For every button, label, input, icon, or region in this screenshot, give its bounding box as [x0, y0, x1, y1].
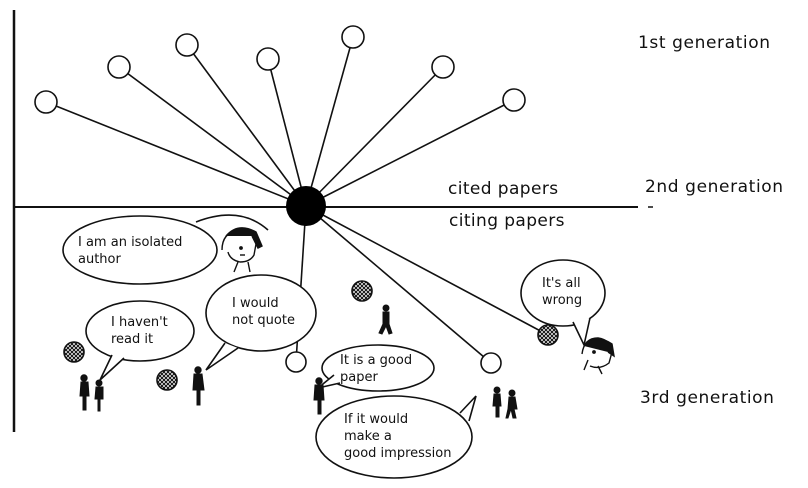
bubble-isolated-tail — [195, 214, 269, 231]
cited-paper-node — [107, 55, 131, 79]
edge-cited-2 — [118, 66, 307, 207]
cited-nodes — [34, 25, 526, 114]
speech-havent-read-it: I haven't read it — [111, 315, 168, 347]
bubble-good-paper — [321, 344, 435, 392]
people-group-left — [79, 374, 104, 412]
hatched-paper-node — [156, 369, 178, 391]
first-generation-label: 1st generation — [638, 33, 771, 53]
speech-all-wrong: It's all wrong — [542, 276, 583, 308]
hatched-paper-node — [537, 324, 559, 346]
cited-papers-label: cited papers — [448, 179, 559, 199]
edge-citing-2 — [305, 205, 492, 364]
edge-cited-5 — [305, 36, 354, 207]
second-generation-label: 2nd generation — [645, 177, 784, 197]
cited-paper-node — [256, 47, 280, 71]
person-head — [95, 379, 103, 387]
edge-cited-4 — [267, 58, 307, 207]
edge-cited-6 — [305, 66, 444, 207]
speech-would-not-quote: I would not quote — [232, 296, 295, 328]
bubble-all-wrong — [520, 259, 606, 327]
speech-isolated-author: I am an isolated author — [78, 235, 183, 267]
person-body — [79, 381, 90, 411]
hatched-paper-node — [351, 280, 373, 302]
bubble-would-not-quote-tail — [205, 342, 239, 371]
cited-edges — [45, 36, 515, 207]
central-paper-hub — [286, 186, 326, 226]
bubble-would-not-quote — [205, 274, 317, 352]
people-group-right — [492, 386, 518, 419]
person-middle-left — [192, 366, 205, 406]
person-walking — [378, 304, 393, 335]
cited-paper-node — [502, 88, 526, 112]
bubble-havent-read-tail — [99, 354, 125, 381]
third-generation-label: 3rd generation — [640, 388, 775, 408]
bubble-havent-read — [85, 300, 195, 362]
edge-cited-1 — [45, 101, 307, 207]
citing-paper-node — [480, 352, 502, 374]
cited-paper-node — [341, 25, 365, 49]
edge-cited-7 — [305, 99, 515, 207]
speech-bubbles — [62, 214, 606, 479]
person-body — [94, 386, 104, 412]
bubble-isolated — [62, 215, 218, 285]
citing-paper-node — [285, 351, 307, 373]
edge-cited-3 — [186, 44, 307, 207]
face-icon-isolated — [221, 227, 263, 273]
hatched-nodes — [63, 280, 559, 391]
bubble-impression-tail — [459, 395, 477, 422]
cited-paper-node — [34, 90, 58, 114]
cited-paper-node — [175, 33, 199, 57]
speech-good-impression: If it would make a good impression — [344, 412, 452, 461]
face-icon-all-wrong — [581, 337, 615, 375]
citing-papers-label: citing papers — [449, 211, 565, 231]
cited-paper-node — [431, 55, 455, 79]
person-center-low — [313, 377, 325, 415]
person-head — [80, 374, 88, 382]
speech-good-paper: It is a good paper — [340, 353, 413, 385]
hatched-paper-node — [63, 341, 85, 363]
edge-citing-3 — [305, 205, 549, 336]
bubble-impression — [315, 395, 473, 479]
